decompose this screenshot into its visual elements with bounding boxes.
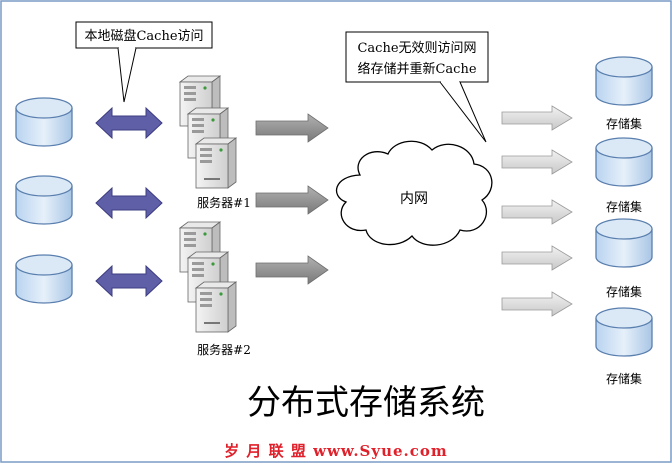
network-cloud: 内网 (335, 140, 493, 246)
callout-cache-miss-line-2: 络存储并重新Cache (357, 61, 476, 77)
storage-cluster-3 (595, 218, 653, 268)
server-group-1 (179, 75, 237, 189)
callout-local-cache-text: 本地磁盘Cache访问 (84, 28, 203, 44)
network-label: 内网 (400, 191, 428, 207)
server-to-network-arrow-3 (255, 255, 329, 285)
storage-cluster-4 (595, 307, 653, 357)
callout-local-cache: 本地磁盘Cache访问 (75, 21, 213, 103)
bidirectional-arrow-1 (95, 107, 163, 139)
server-icon (195, 137, 237, 189)
storage-cluster-3-label: 存储集 (606, 284, 642, 299)
callout-cache-miss: Cache无效则访问网 络存储并重新Cache (345, 31, 489, 143)
bidirectional-arrow-3 (95, 265, 163, 297)
storage-cluster-1-label: 存储集 (606, 116, 642, 131)
server-icon (195, 281, 237, 333)
local-disk-3 (15, 254, 73, 304)
storage-cluster-2-label: 存储集 (606, 199, 642, 214)
local-disk-2 (15, 175, 73, 225)
storage-cluster-2 (595, 137, 653, 187)
server-to-network-arrow-1 (255, 113, 329, 143)
server-group-2 (179, 221, 237, 333)
server-to-network-arrow-2 (255, 185, 329, 215)
callout-cache-miss-line-1: Cache无效则访问网 (357, 41, 476, 56)
bidirectional-arrow-2 (95, 187, 163, 219)
network-to-storage-arrow-1 (501, 105, 573, 131)
network-to-storage-arrow-2 (501, 149, 573, 175)
network-to-storage-arrow-5 (501, 291, 573, 317)
network-to-storage-arrow-3 (501, 199, 573, 225)
storage-cluster-4-label: 存储集 (606, 371, 642, 386)
local-disk-1 (15, 97, 73, 147)
storage-cluster-1 (595, 56, 653, 106)
server-group-1-label: 服务器#1 (197, 195, 251, 210)
watermark-text: 岁 月 联 盟 www.Syue.com (224, 442, 448, 460)
server-group-2-label: 服务器#2 (197, 342, 251, 357)
diagram-title: 分布式存储系统 (247, 383, 485, 423)
network-to-storage-arrow-4 (501, 245, 573, 271)
